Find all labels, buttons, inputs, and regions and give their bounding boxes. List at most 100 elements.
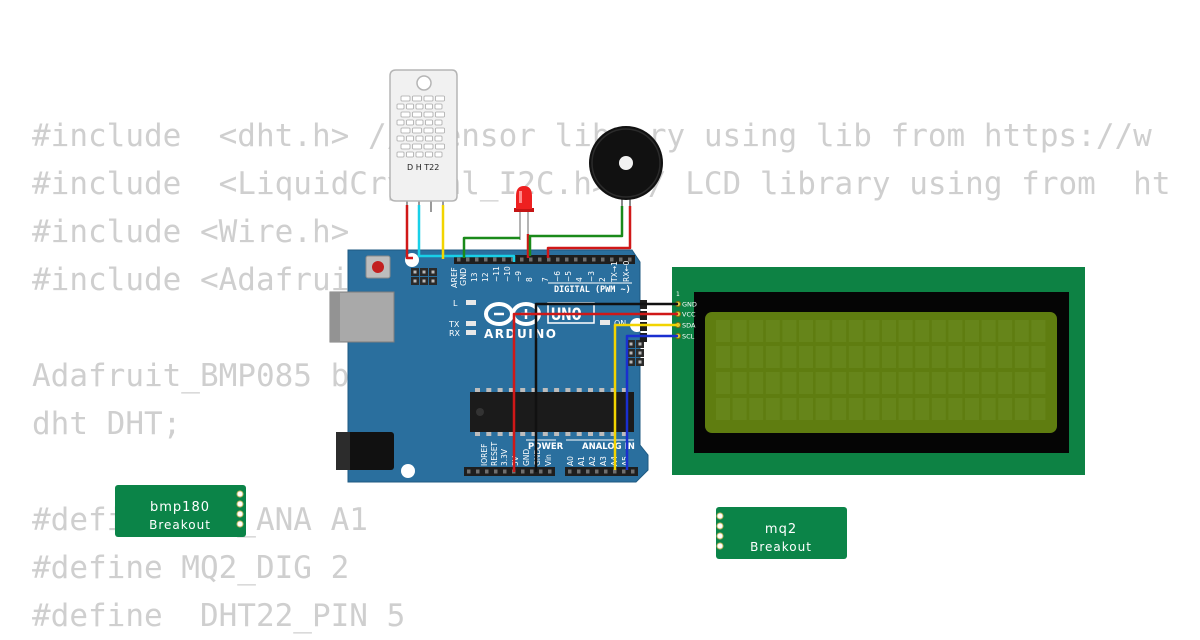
header-pin <box>530 469 534 474</box>
lcd-cell <box>865 346 880 368</box>
vent-slot <box>434 103 443 110</box>
vent-slot <box>435 111 445 118</box>
icsp-pin-core <box>638 342 642 346</box>
lcd-cell <box>799 346 813 368</box>
header-pin <box>493 257 497 262</box>
buzzer[interactable] <box>589 126 663 210</box>
header-pin <box>640 311 647 320</box>
chip-leg <box>486 432 492 436</box>
lcd-cell <box>898 398 913 420</box>
lcd-cell <box>898 372 913 394</box>
lcd-cell <box>749 320 764 342</box>
chip-leg <box>621 388 627 392</box>
analog-pin-label: A2 <box>588 456 597 466</box>
mq2-sub: Breakout <box>750 540 812 554</box>
lcd-cell <box>716 372 730 394</box>
header-pin <box>484 257 488 262</box>
header-strip <box>464 467 555 476</box>
header-pin <box>547 257 551 262</box>
vent-slot <box>406 119 414 126</box>
breakout-pin <box>236 520 244 528</box>
wire-red <box>405 205 413 260</box>
brand-label: ARDUINO <box>484 327 557 341</box>
lcd-cell <box>965 398 979 420</box>
wire-green <box>528 206 624 256</box>
chip-leg <box>588 432 593 436</box>
lcd-cell <box>1014 320 1029 342</box>
lcd-cell <box>1031 398 1046 420</box>
led-l-label: L <box>453 299 458 308</box>
vent-slot <box>435 95 445 102</box>
lcd-cell <box>865 398 880 420</box>
chip-leg <box>508 388 514 392</box>
chip-legs <box>475 388 627 436</box>
aref-label: AREF <box>450 267 459 288</box>
header-pin <box>622 469 626 474</box>
mq2-breakout[interactable]: mq2 Breakout <box>716 507 847 559</box>
dht22-sensor[interactable]: D H T22 <box>389 69 458 212</box>
wire-green <box>462 236 520 258</box>
lcd-cell <box>898 346 913 368</box>
code-line: #include <LiquidCrystal_I2C.h> // LCD li… <box>32 166 1171 202</box>
mq2-name: mq2 <box>765 522 797 537</box>
chip-leg <box>508 432 514 436</box>
header-pin <box>613 469 617 474</box>
header-pin <box>521 469 525 474</box>
lcd-cell <box>815 320 830 342</box>
lcd-cell <box>1014 372 1029 394</box>
bmp180-name: bmp180 <box>150 500 210 515</box>
wire-blue <box>625 334 678 470</box>
icsp-pin-core <box>413 279 417 283</box>
lcd-cell <box>948 346 963 368</box>
digital-pin-label: RX←0 <box>622 260 631 282</box>
header-pin <box>586 469 590 474</box>
lcd-cell <box>749 372 764 394</box>
lcd-cell <box>1014 398 1029 420</box>
red-led[interactable] <box>514 186 534 240</box>
vent-slot <box>396 119 405 126</box>
bmp180-sub: Breakout <box>149 518 211 532</box>
icsp-pin-core <box>638 351 642 355</box>
vent-slot <box>423 95 434 102</box>
led-tx <box>466 321 476 326</box>
breakout-pin <box>716 512 724 520</box>
lcd-cell <box>915 372 930 394</box>
digital-pin-label: TX→1 <box>610 261 619 283</box>
digital-pin-label: ~9 <box>514 271 523 282</box>
lcd-cell <box>882 398 896 420</box>
chip-leg <box>520 432 526 436</box>
lcd-cell <box>1014 346 1029 368</box>
chip-leg <box>542 388 548 392</box>
lcd-cell <box>915 398 930 420</box>
digital-pin-label: 12 <box>481 272 490 282</box>
vent-slot <box>406 103 414 110</box>
bmp180-breakout[interactable]: bmp180 Breakout <box>115 485 246 537</box>
chip-leg <box>531 432 537 436</box>
vent-slot <box>415 135 424 142</box>
lcd-cell <box>865 320 880 342</box>
header-pin <box>485 469 489 474</box>
icsp-pin-core <box>431 279 435 283</box>
header-pin <box>475 257 479 262</box>
power-pin-label: Vin <box>544 454 553 466</box>
chip-leg <box>475 388 480 392</box>
vent-slot <box>425 151 433 158</box>
chip-leg <box>588 388 593 392</box>
usb-port <box>329 291 395 343</box>
usb-port-edge <box>330 292 340 342</box>
lcd-cell <box>832 398 847 420</box>
lcd-cell <box>998 398 1013 420</box>
lcd-cell <box>765 372 780 394</box>
icsp-pin-core <box>413 270 417 274</box>
led-rx-label: RX <box>449 329 461 338</box>
header-pin <box>520 257 524 262</box>
lcd-cell <box>882 346 896 368</box>
lcd-cell <box>749 346 764 368</box>
lcd-cell <box>799 320 813 342</box>
chip-leg <box>576 432 582 436</box>
header-pin <box>556 257 560 262</box>
